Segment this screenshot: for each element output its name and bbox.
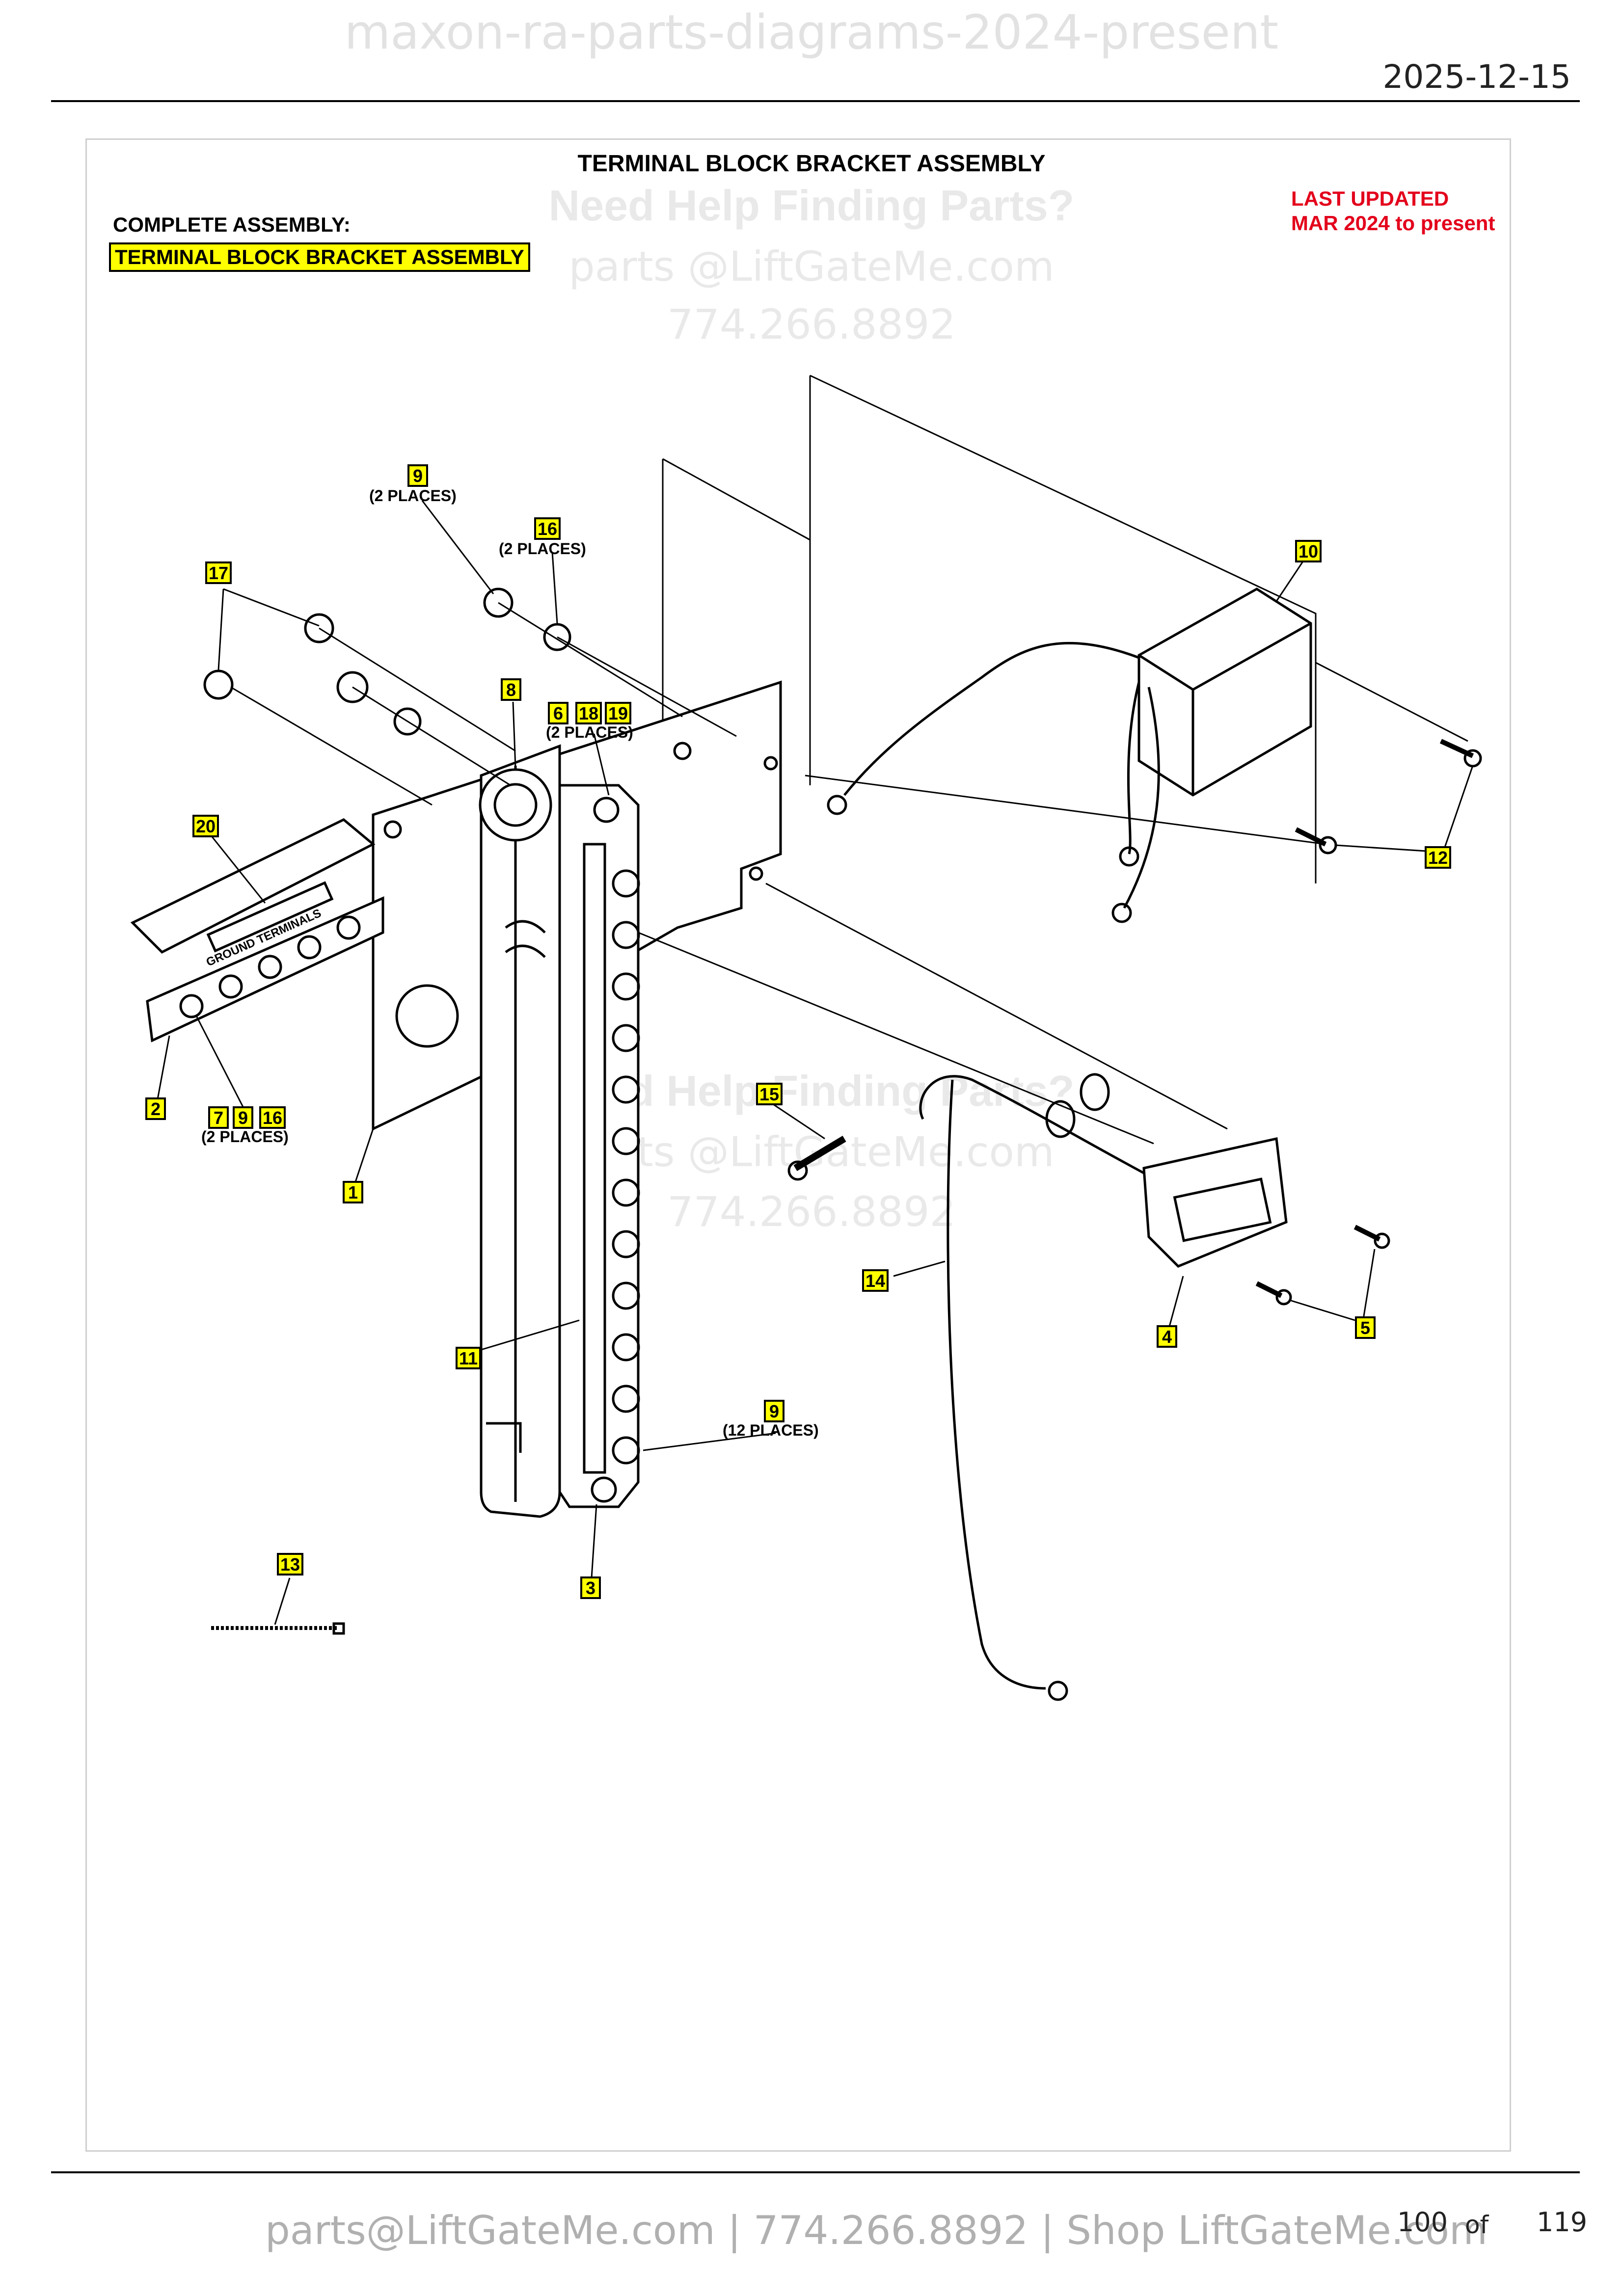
cable-14 <box>947 1079 1046 1690</box>
relay-wire-1 <box>843 641 1139 796</box>
plane-outline-rear <box>810 374 1317 883</box>
callout-15[interactable]: 15 <box>756 1083 783 1105</box>
relay-box <box>1137 587 1312 797</box>
channel-foot <box>486 1422 522 1453</box>
grommet <box>479 768 552 842</box>
bracket-mount-hole-2 <box>673 742 692 760</box>
callout-8[interactable]: 8 <box>501 678 521 701</box>
header-watermark: maxon-ra-parts-diagrams-2024-present <box>344 5 1279 60</box>
ground-terminal-cover <box>130 818 376 954</box>
header-date: 2025-12-15 <box>1382 58 1571 96</box>
relay-wire-3 <box>1123 687 1160 909</box>
callout-14[interactable]: 14 <box>862 1269 889 1292</box>
page-current: 100 <box>1397 2207 1448 2238</box>
callout-10[interactable]: 10 <box>1295 540 1322 562</box>
watermark-email-top: parts @LiftGateMe.com <box>568 242 1055 291</box>
nut-top-1 <box>483 587 514 618</box>
breaker <box>1142 1137 1288 1268</box>
bracket-hole <box>395 984 459 1048</box>
callout-18[interactable]: 18 <box>575 702 602 724</box>
cable-15-ring <box>787 1160 808 1181</box>
terminal-studs <box>612 869 640 1465</box>
note-6: (2 PLACES) <box>546 723 633 741</box>
watermark-help-top: Need Help Finding Parts? <box>548 181 1075 230</box>
note-9-top: (2 PLACES) <box>369 487 457 505</box>
terminal-block-frame <box>558 784 640 1508</box>
relay-ring-1 <box>827 795 847 815</box>
bracket-mount-hole-3 <box>763 756 778 771</box>
callout-7[interactable]: 7 <box>208 1106 229 1129</box>
ground-terminal-base <box>146 896 384 1042</box>
callout-9-bottom[interactable]: 9 <box>764 1400 784 1422</box>
callout-3[interactable]: 3 <box>580 1576 601 1599</box>
callout-20[interactable]: 20 <box>192 815 219 837</box>
header-rule <box>51 100 1580 102</box>
callout-13[interactable]: 13 <box>277 1553 304 1575</box>
note-9-bottom: (12 PLACES) <box>723 1421 819 1439</box>
callout-2[interactable]: 2 <box>145 1097 166 1120</box>
watermark-phone-mid: 774.266.8892 <box>667 1188 956 1236</box>
footer-rule <box>51 2171 1580 2173</box>
callout-16-top[interactable]: 16 <box>534 517 561 540</box>
channel-slot <box>505 920 546 934</box>
callout-9-left[interactable]: 9 <box>233 1106 253 1129</box>
callout-12[interactable]: 12 <box>1425 846 1452 869</box>
complete-assembly-label: COMPLETE ASSEMBLY: <box>113 213 351 236</box>
terminal-block-strip <box>583 843 606 1474</box>
complete-assembly-link[interactable]: TERMINAL BLOCK BRACKET ASSEMBLY <box>109 242 530 272</box>
page-of: of <box>1465 2211 1489 2239</box>
callout-16-left[interactable]: 16 <box>259 1106 286 1129</box>
watermark-phone-top: 774.266.8892 <box>667 300 956 348</box>
callout-6[interactable]: 6 <box>548 702 568 724</box>
relay-ring-3 <box>1111 903 1132 923</box>
note-7: (2 PLACES) <box>201 1128 289 1146</box>
diagram-title: TERMINAL BLOCK BRACKET ASSEMBLY <box>577 151 1046 177</box>
terminal-end-top <box>593 797 620 823</box>
washer-top-1 <box>543 623 571 651</box>
page-total: 119 <box>1537 2207 1588 2238</box>
cable-tie-head <box>332 1622 345 1635</box>
callout-9-top[interactable]: 9 <box>407 464 428 487</box>
relay-ring-2 <box>1119 846 1139 867</box>
callout-4[interactable]: 4 <box>1157 1325 1177 1348</box>
plane-outline-front <box>662 458 811 541</box>
ground-terminal-studs <box>179 915 361 1018</box>
washer-left-1 <box>393 707 422 736</box>
last-updated-line-1: LAST UPDATED <box>1291 187 1449 210</box>
note-16-top: (2 PLACES) <box>499 540 586 558</box>
connector-1 <box>1080 1073 1110 1111</box>
breaker-face <box>1173 1177 1272 1242</box>
watermark-email-mid: parts @LiftGateMe.com <box>568 1128 1055 1176</box>
terminal-end-bottom <box>591 1476 617 1503</box>
bracket-mount-hole-4 <box>749 866 763 881</box>
connector-2 <box>1045 1100 1076 1138</box>
callout-1[interactable]: 1 <box>343 1181 363 1203</box>
ground-terminal-label <box>206 881 334 953</box>
last-updated-line-2: MAR 2024 to present <box>1291 212 1495 235</box>
last-updated-note: LAST UPDATED MAR 2024 to present <box>1291 187 1495 236</box>
callout-19[interactable]: 19 <box>605 702 632 724</box>
callout-17[interactable]: 17 <box>205 561 232 584</box>
relay-box-edge <box>1138 622 1312 795</box>
diagram-frame <box>85 138 1511 2152</box>
breaker-harness <box>919 1075 1145 1175</box>
channel-slot-2 <box>505 944 546 958</box>
relay-wire-2 <box>1127 682 1140 854</box>
cable-14-ring <box>1048 1681 1068 1701</box>
footer-contact[interactable]: parts@LiftGateMe.com | 774.266.8892 | Sh… <box>265 2208 1488 2253</box>
callout-5[interactable]: 5 <box>1355 1316 1376 1339</box>
bracket-mount-hole-1 <box>383 820 402 839</box>
nut-left-2 <box>203 669 234 700</box>
grommet-inner <box>493 783 538 827</box>
nut-left-3 <box>336 671 369 703</box>
callout-11[interactable]: 11 <box>456 1347 482 1369</box>
bracket-channel <box>480 744 561 1518</box>
nut-left-1 <box>304 613 334 643</box>
